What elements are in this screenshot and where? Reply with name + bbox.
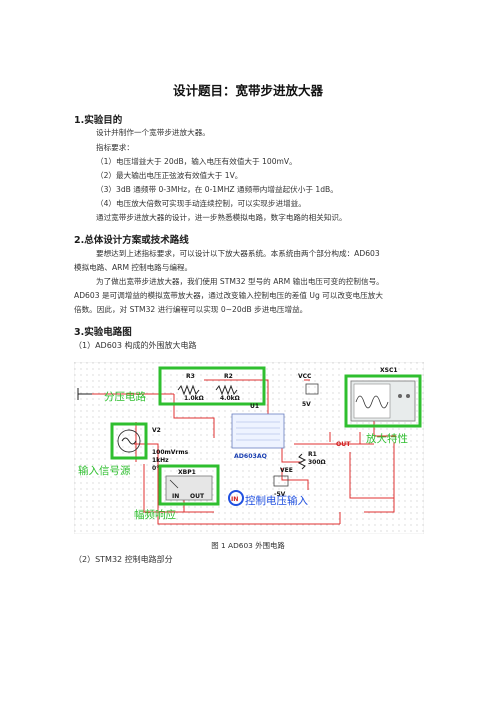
out-label: OUT (336, 441, 351, 448)
paragraph-line: 要想达到上述指标要求，可以设计以下放大器系统。本系统由两个部分构成：AD603 (96, 249, 380, 258)
section-heading-purpose: 1.实验目的 (74, 115, 123, 126)
r3-value: 1.0kΩ (184, 395, 204, 402)
v2-amplitude: 100mVrms (152, 449, 189, 456)
page-title: 设计题目：宽带步进放大器 (172, 83, 323, 98)
subheading-stm32: （2）STM32 控制电路部分 (74, 555, 173, 564)
control-input-annotation: 控制电压输入 (245, 494, 308, 507)
divider-annotation: 分压电路 (104, 390, 146, 403)
paragraph-line: 模拟电路、ARM 控制电路与编程。 (74, 263, 193, 272)
v2-phase: 0° (152, 465, 159, 472)
v2-frequency: 1kHz (152, 457, 169, 464)
circuit-diagram: R3 1.0kΩ R2 4.0kΩ 分压电路 VCC 5V U1 AD603AQ… (74, 362, 424, 534)
vee-value: -5V (274, 491, 286, 498)
paragraph-line: 指标要求： (96, 143, 134, 152)
r2-value: 4.0kΩ (220, 395, 240, 402)
in-marker: IN (231, 496, 238, 503)
u1-label: U1 (250, 403, 259, 410)
amp-char-annotation: 放大特性 (366, 432, 408, 445)
v2-label: V2 (152, 427, 161, 434)
r3-resistor (177, 384, 200, 396)
input-source-annotation: 输入信号源 (78, 464, 131, 477)
r3-label: R3 (186, 373, 195, 380)
paragraph-line: 倍数。因此，对 STM32 进行编程可以实现 0~20dB 步进电压增益。 (74, 305, 308, 314)
r1-value: 300Ω (308, 459, 326, 466)
paragraph-line: 为了做出宽带步进放大器，我们使用 STM32 型号的 ARM 输出电压可变的控制… (96, 277, 384, 286)
xbp1-label: XBP1 (178, 469, 196, 476)
amp-char-highlight (344, 374, 422, 428)
r2-label: R2 (224, 373, 233, 380)
v2-source-symbol (117, 429, 141, 453)
u1-part: AD603AQ (234, 453, 267, 460)
paragraph-line: （2）最大输出电压正弦波有效值大于 1V。 (96, 171, 243, 180)
vee-label: VEE (280, 467, 293, 474)
control-input-highlight (228, 490, 244, 506)
paragraph-line: 设计并制作一个宽带步进放大器。 (96, 128, 210, 137)
section-heading-design: 2.总体设计方案或技术路线 (74, 235, 189, 246)
paragraph-line: （1）电压增益大于 20dB，输入电压有效值大于 100mV。 (96, 157, 297, 166)
divider-highlight (158, 366, 266, 406)
r1-resistor (297, 453, 307, 470)
xsc1-label: XSC1 (380, 367, 398, 374)
paragraph-line: 通过宽带步进放大器的设计，进一步熟悉模拟电路，数字电路的相关知识。 (96, 213, 347, 222)
u1-chip (231, 413, 285, 449)
freq-response-annotation: 幅频响应 (134, 508, 176, 521)
ground-symbol (77, 388, 92, 400)
vcc-symbol (305, 383, 319, 395)
vee-symbol (273, 475, 289, 487)
figure-caption: 图 1 AD603 外围电路 (211, 541, 285, 550)
r1-label: R1 (308, 451, 317, 458)
r2-resistor (215, 384, 238, 396)
vcc-value: 5V (302, 401, 311, 408)
paragraph-line: AD603 是可调增益的模拟宽带放大器，通过改变输入控制电压的差值 Ug 可以改… (74, 291, 383, 300)
paragraph-line: （4）电压放大倍数可实现手动连续控制，可以实现步进增益。 (96, 199, 306, 208)
section-heading-circuit: 3.实验电路图 (74, 327, 132, 338)
bode-plotter-body (165, 475, 213, 501)
oscilloscope-waveform (355, 395, 389, 409)
paragraph-line: （3）3dB 通频带 0-3MHz，在 0-1MHZ 通频带内增益起伏小于 1d… (96, 185, 338, 194)
subheading-ad603: （1）AD603 构成的外围放大电路 (74, 341, 197, 350)
vcc-label: VCC (298, 373, 312, 380)
xbp-in-label: IN (172, 493, 179, 500)
freq-response-highlight (158, 464, 220, 506)
input-source-highlight (110, 422, 148, 460)
xbp-out-label: OUT (190, 493, 205, 500)
